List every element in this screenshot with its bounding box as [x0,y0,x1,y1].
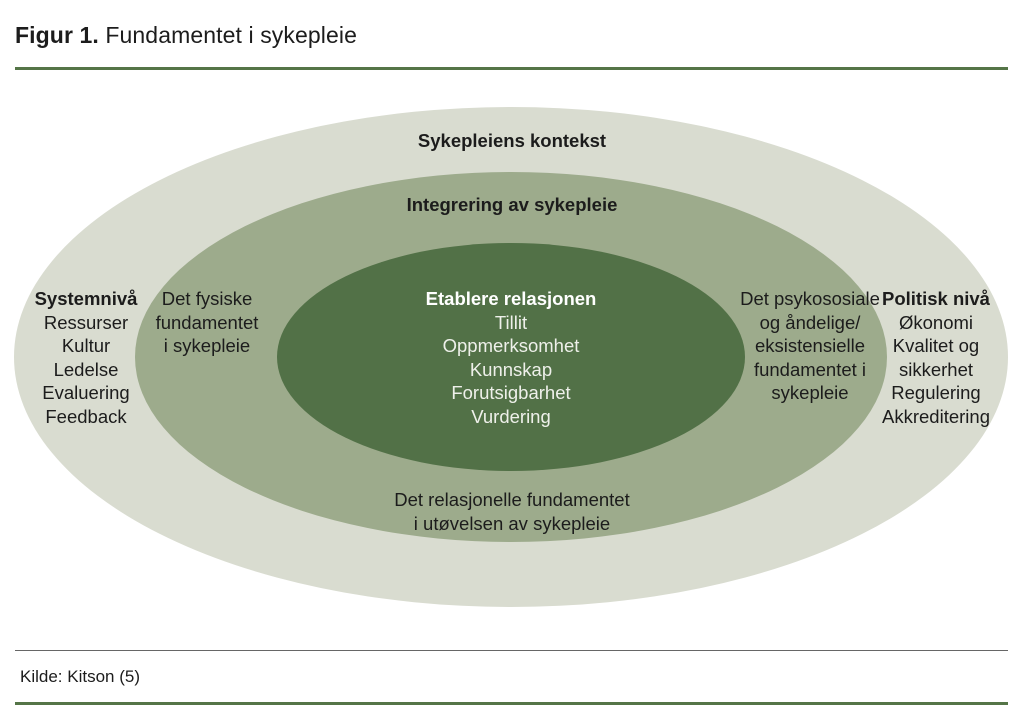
system-level-block: Systemnivå Ressurser Kultur Ledelse Eval… [11,287,161,428]
political-level-item: Regulering [891,382,981,403]
political-level-item: sikkerhet [898,358,974,380]
relation-ellipse [277,243,745,471]
relational-foundation-line: Det relasjonelle fundamentet [394,489,630,510]
political-level-item: Akkreditering [882,405,990,427]
relation-item: Forutsigbarhet [451,382,571,403]
relation-item: Kunnskap [469,358,553,380]
relation-title: Etablere relasjonen [425,288,597,309]
political-level-item: Kvalitet og [892,335,980,356]
political-level-title: Politisk nivå [882,288,990,309]
psychosocial-foundation-line: sykepleie [771,382,849,403]
psychosocial-foundation-line: Det psykososiale [740,288,880,309]
system-level-item: Ressurser [43,311,129,333]
psychosocial-foundation-line: eksistensielle [754,335,866,356]
psychosocial-foundation-line: og åndelige/ [759,311,861,333]
physical-foundation-line: Det fysiske [161,288,253,309]
relation-item: Oppmerksomhet [442,335,580,356]
physical-foundation-line: i sykepleie [163,335,251,356]
relation-item: Vurdering [471,405,551,427]
source-divider-rule [15,650,1008,651]
context-label: Sykepleiens kontekst [417,130,607,151]
physical-foundation-block: Det fysiske fundamentet i sykepleie [132,287,282,358]
source-text: Kilde: Kitson (5) [20,667,140,686]
relational-foundation-line: i utøvelsen av sykepleie [413,512,611,534]
system-level-item: Ledelse [53,358,119,380]
psychosocial-foundation-line: fundamentet i [753,358,867,380]
system-level-item: Kultur [61,335,111,356]
system-level-title: Systemnivå [34,288,138,309]
figure-caption: Fundamentet i sykepleie [105,22,357,48]
bottom-rule [15,702,1008,705]
title-divider-rule [15,67,1008,70]
integration-label: Integrering av sykepleie [406,194,618,215]
psychosocial-foundation-block: Det psykososiale og åndelige/ eksistensi… [730,287,890,405]
figure-title: Figur 1. Fundamentet i sykepleie [15,22,357,49]
system-level-item: Evaluering [42,382,130,403]
relation-item: Tillit [494,311,528,333]
figure-number: Figur 1. [15,22,99,48]
relational-foundation-block: Det relasjonelle fundamentet i utøvelsen… [362,488,662,535]
system-level-item: Feedback [45,405,127,427]
physical-foundation-line: fundamentet [155,311,259,333]
political-level-block: Politisk nivå Økonomi Kvalitet og sikker… [856,287,1016,428]
political-level-item: Økonomi [898,311,974,333]
relation-block: Etablere relasjonen Tillit Oppmerksomhet… [361,287,661,428]
